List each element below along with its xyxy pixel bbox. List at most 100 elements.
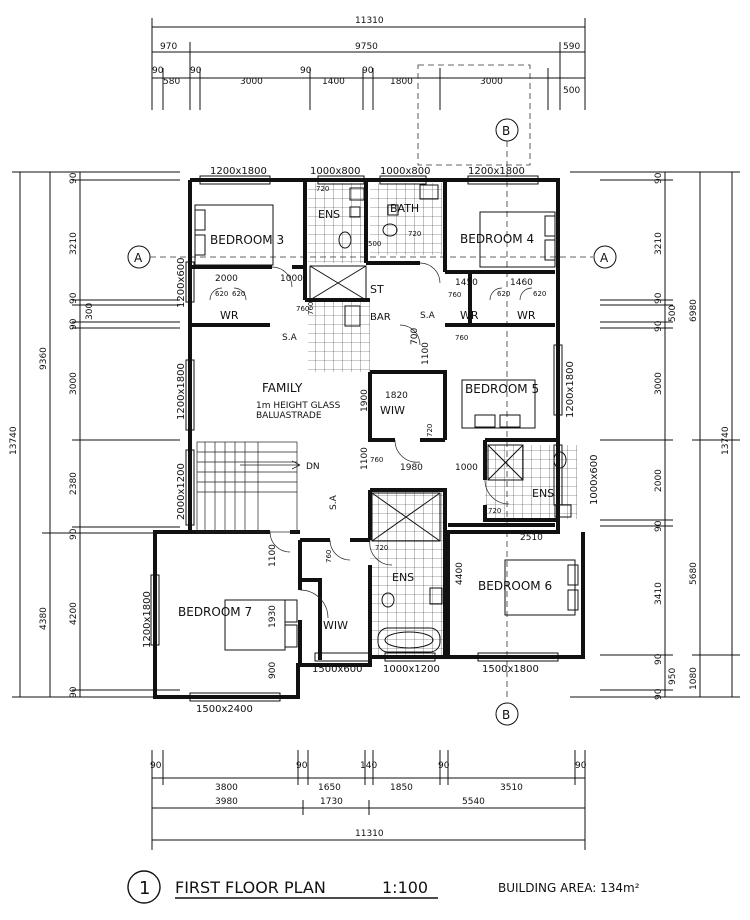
- door-500: 500: [368, 240, 381, 248]
- window-label-1500x1800: 1500x1800: [482, 664, 539, 675]
- room-store: ST: [370, 283, 384, 296]
- dim-left-90b: 90: [69, 292, 79, 304]
- window-label-2000x1200: 2000x1200: [176, 463, 187, 520]
- left-dimensions: 13740 9360 4380 90 3210 90 300 90 3000 2…: [9, 171, 180, 698]
- room-ens-mid: ENS: [392, 571, 414, 584]
- int-dim-1930: 1930: [268, 605, 278, 628]
- dim-top-580: 580: [163, 77, 180, 87]
- section-marker-b-top: B: [495, 118, 519, 700]
- dim-right-90e: 90: [654, 653, 664, 665]
- drawing-title: FIRST FLOOR PLAN: [175, 878, 326, 897]
- dim-bottom-90c: 90: [438, 761, 450, 771]
- door-620-d: 620: [533, 290, 546, 298]
- dim-left-2380: 2380: [69, 472, 79, 495]
- smoke-alarm-1: S.A: [282, 333, 298, 343]
- dim-left-overall: 13740: [9, 426, 19, 455]
- bottom-dimensions: 90 3800 90 1650 140 1850 90 3510 90 3980…: [150, 750, 587, 850]
- int-dim-1820: 1820: [385, 391, 408, 401]
- dim-left-90d: 90: [69, 528, 79, 540]
- dim-left-4380: 4380: [39, 607, 49, 630]
- door-760-c: 760: [370, 456, 383, 464]
- dim-right-500: 500: [668, 305, 678, 322]
- svg-text:A: A: [134, 251, 143, 265]
- dim-top-90c: 90: [300, 66, 312, 76]
- dim-right-overall: 13740: [721, 426, 731, 455]
- dim-left-90e: 90: [69, 686, 79, 698]
- dim-top-3000b: 3000: [480, 77, 503, 87]
- building-area-label: BUILDING AREA: 134m²: [498, 881, 640, 895]
- dim-top-mid: 9750: [355, 42, 378, 52]
- svg-text:A: A: [600, 251, 609, 265]
- dim-right-90f: 90: [654, 688, 664, 700]
- dim-bottom-overall: 11310: [355, 829, 384, 839]
- room-wiw-1: WIW: [380, 404, 405, 417]
- dim-top-1400: 1400: [322, 77, 345, 87]
- door-760-d: 760: [325, 550, 333, 563]
- int-dim-900: 900: [268, 662, 278, 679]
- dim-right-90c: 90: [654, 320, 664, 332]
- int-dim-1100-b: 1100: [360, 447, 370, 470]
- dim-top-500: 500: [563, 86, 580, 96]
- svg-text:B: B: [502, 708, 510, 722]
- door-620-c: 620: [497, 290, 510, 298]
- dim-left-9360: 9360: [39, 347, 49, 370]
- section-marker-a-right: A: [593, 245, 617, 269]
- right-dimensions: 13740 6980 5680 1080 90 3210 90 500 90 3…: [570, 171, 740, 700]
- room-bar: BAR: [370, 312, 391, 323]
- section-marker-b-bottom: B: [495, 702, 519, 726]
- room-bedroom-5: BEDROOM 5: [465, 382, 539, 396]
- room-ens-right: ENS: [532, 487, 554, 500]
- staircase: [196, 441, 301, 533]
- door-720-c: 720: [426, 424, 434, 437]
- dim-bottom-90d: 90: [575, 761, 587, 771]
- dim-left-90c: 90: [69, 318, 79, 330]
- room-wr-3: WR: [517, 309, 536, 322]
- door-760-a: 760: [296, 305, 309, 313]
- drawing-number: 1: [139, 878, 150, 899]
- int-dim-4400: 4400: [455, 562, 465, 585]
- dim-right-3000: 3000: [654, 372, 664, 395]
- dim-top-1800: 1800: [390, 77, 413, 87]
- dim-top-left: 970: [160, 42, 177, 52]
- dim-left-4200: 4200: [69, 602, 79, 625]
- svg-text:B: B: [502, 124, 510, 138]
- room-wiw-2: WIW: [323, 619, 348, 632]
- dim-right-90d: 90: [654, 520, 664, 532]
- int-dim-700: 700: [410, 328, 420, 345]
- dim-bottom-90b: 90: [296, 761, 308, 771]
- walls: [153, 178, 585, 699]
- dim-right-6980: 6980: [689, 299, 699, 322]
- smoke-alarm-2: S.A: [420, 311, 436, 321]
- beds: [194, 204, 579, 651]
- dim-right-90a: 90: [654, 172, 664, 184]
- bath-fixtures: [309, 184, 572, 653]
- window-label-1200x1800-e: 1200x1800: [142, 591, 153, 648]
- dim-top-right: 590: [563, 42, 580, 52]
- room-bedroom-7: BEDROOM 7: [178, 605, 252, 619]
- dim-left-300: 300: [85, 303, 95, 320]
- dim-right-90b: 90: [654, 292, 664, 304]
- drawing-scale: 1:100: [382, 878, 428, 897]
- dim-bottom-1730: 1730: [320, 797, 343, 807]
- int-dim-1000-b: 1000: [455, 463, 478, 473]
- dim-bottom-1650: 1650: [318, 783, 341, 793]
- int-dim-1900: 1900: [360, 389, 370, 412]
- dim-right-3210: 3210: [654, 232, 664, 255]
- title-block: 1 FIRST FLOOR PLAN 1:100 BUILDING AREA: …: [127, 870, 640, 904]
- room-wr-1: WR: [220, 309, 239, 322]
- door-720-b: 720: [408, 230, 421, 238]
- window-label-1500x600: 1500x600: [312, 664, 362, 675]
- dim-top-90d: 90: [362, 66, 374, 76]
- int-dim-1460: 1460: [510, 278, 533, 288]
- dim-left-90a: 90: [69, 172, 79, 184]
- dim-top-overall: 11310: [355, 16, 384, 26]
- room-bedroom-6: BEDROOM 6: [478, 579, 552, 593]
- balustrade-note-2: BALUASTRADE: [256, 411, 322, 421]
- dim-right-3410: 3410: [654, 582, 664, 605]
- int-dim-2510: 2510: [520, 533, 543, 543]
- window-label-1200x1800-b: 1200x1800: [468, 166, 525, 177]
- window-label-1200x1800-c: 1200x1800: [176, 363, 187, 420]
- door-720-a: 720: [316, 185, 329, 193]
- window-label-1000x800-a: 1000x800: [310, 166, 360, 177]
